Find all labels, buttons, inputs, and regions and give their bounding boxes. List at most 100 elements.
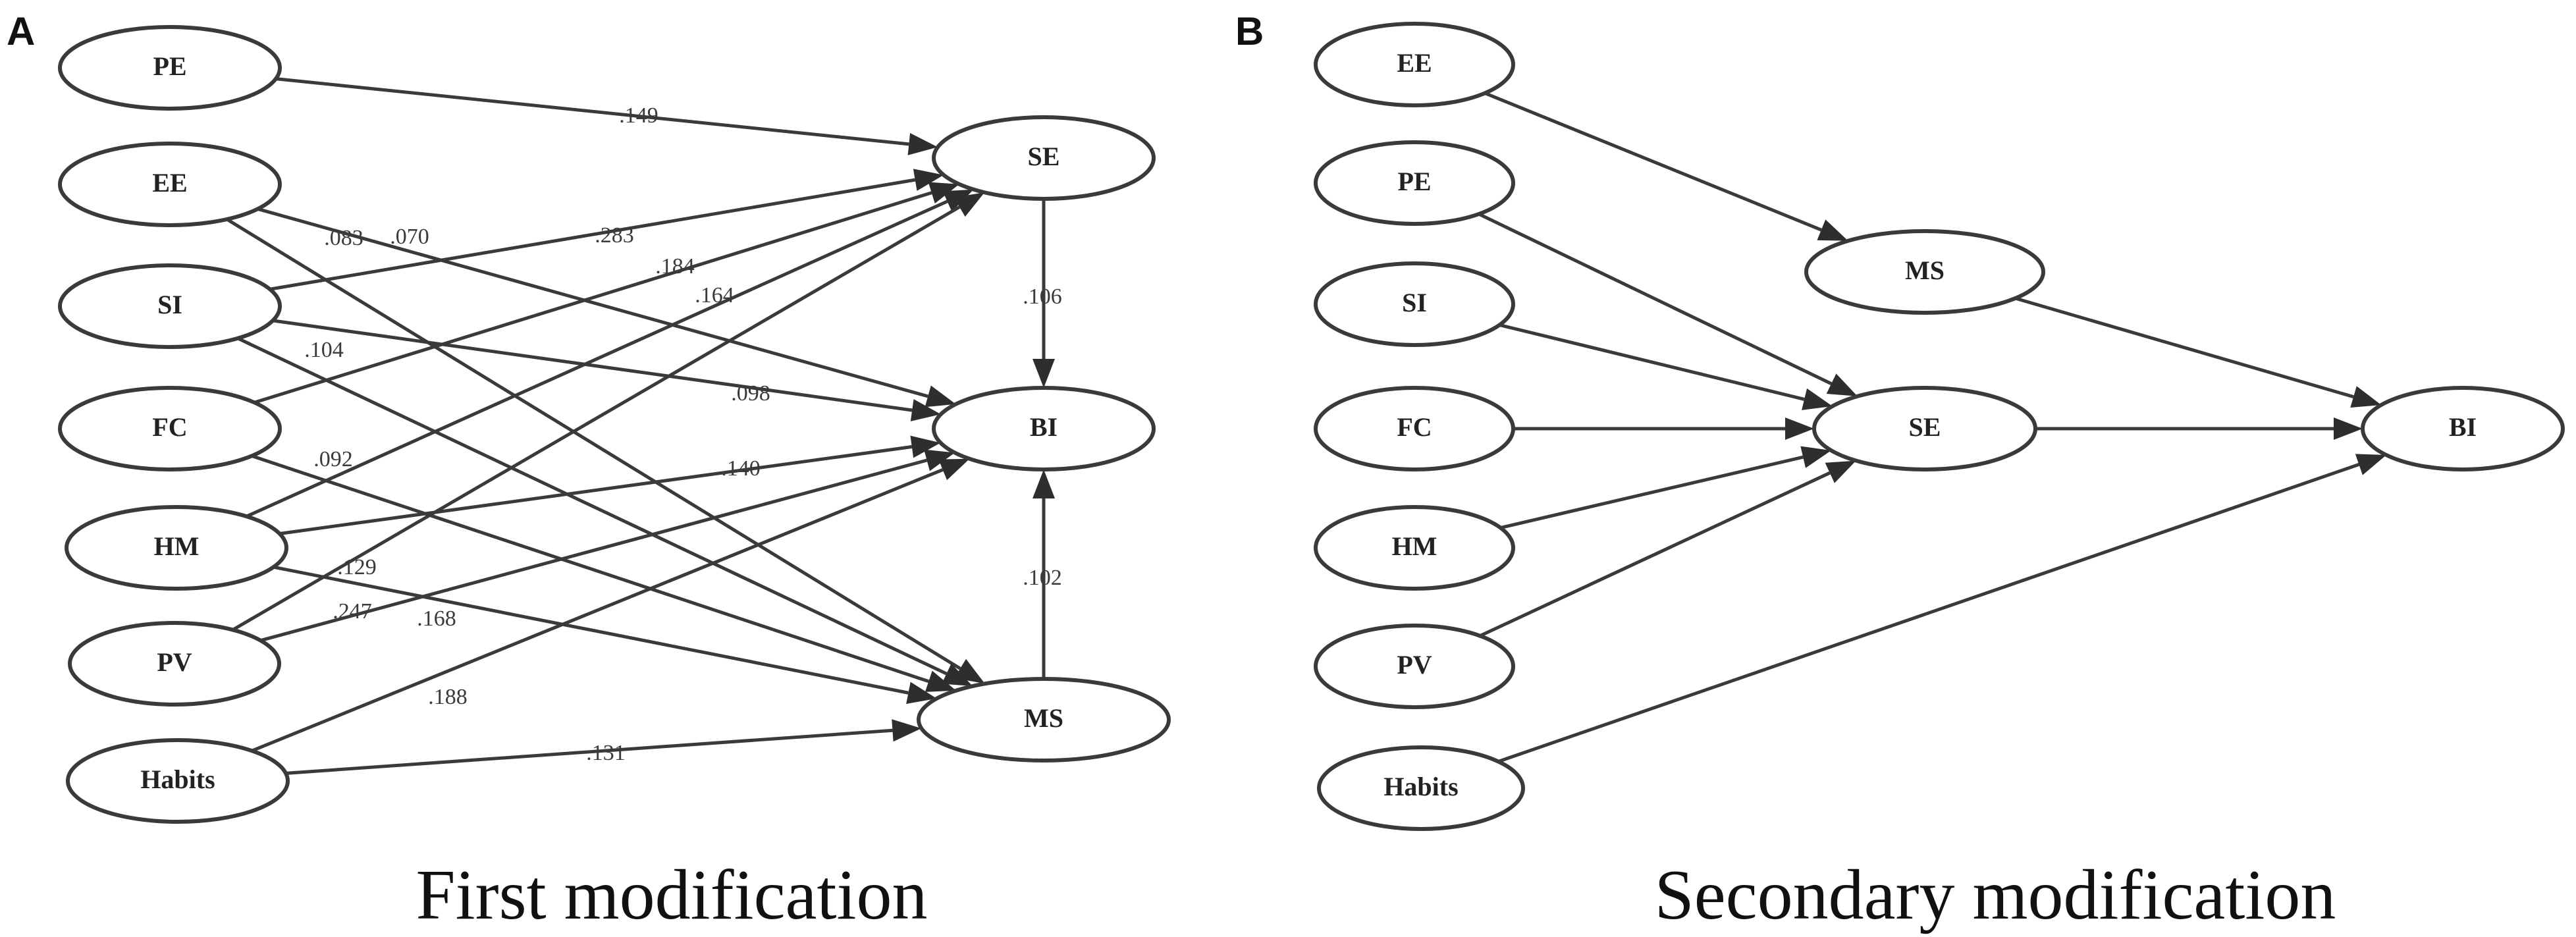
node-ellipse <box>58 263 282 349</box>
node-ellipse <box>1314 22 1515 107</box>
node-ellipse <box>932 386 1156 471</box>
edge-label-si-to-ms: .104 <box>304 338 344 362</box>
arrowhead-si-to-se <box>913 169 944 191</box>
node-fc: FC <box>1314 386 1515 471</box>
node-ellipse <box>1314 624 1515 709</box>
node-se: SE <box>932 115 1156 201</box>
node-ellipse <box>1314 386 1515 471</box>
arrowhead-si-to-bi <box>910 399 941 421</box>
edge-label-pv-to-bi: .168 <box>417 606 456 631</box>
edge-fc-to-se <box>254 191 932 404</box>
node-hm: HM <box>1314 505 1515 591</box>
panel-letter-b: B <box>1235 9 1264 53</box>
edge-ms-to-bi <box>2014 296 2354 399</box>
edge-habits-to-bi <box>1497 463 2360 763</box>
edge-si-to-se <box>1499 323 1805 401</box>
node-pv: PV <box>1314 624 1515 709</box>
edge-labels-a: .149.070.083.283.098.104.184.092.164.140… <box>304 103 1062 765</box>
arrowhead-habits-to-bi <box>938 458 970 481</box>
node-ee: EE <box>58 142 282 227</box>
edge-ee-to-ms <box>226 217 961 670</box>
node-label: BI <box>2449 412 2477 442</box>
edge-label-fc-to-se: .184 <box>655 254 695 279</box>
edge-label-se-to-bi: .106 <box>1023 284 1062 309</box>
arrowhead-hm-to-se <box>1800 446 1832 468</box>
arrowhead-se-to-bi <box>2334 417 2363 440</box>
panel-letter-a: A <box>7 9 35 53</box>
node-label: SI <box>1402 288 1427 317</box>
caption-b: Secondary modification <box>1655 856 2336 934</box>
node-label: SE <box>1028 142 1060 171</box>
node-ellipse <box>1317 745 1525 831</box>
node-ellipse <box>1314 261 1515 347</box>
arrowhead-ee-to-bi <box>925 385 956 408</box>
edge-pv-to-se <box>1479 471 1831 637</box>
node-ellipse <box>65 505 288 591</box>
arrowhead-ee-to-ms <box>1817 219 1848 241</box>
node-label: SI <box>157 290 182 319</box>
node-ellipse <box>1804 229 2045 315</box>
node-label: BI <box>1030 412 1058 442</box>
edge-label-hm-to-ms: .129 <box>337 555 377 579</box>
node-ellipse <box>2361 386 2565 471</box>
node-label: PE <box>153 51 186 81</box>
arrowhead-fc-to-se <box>1785 417 1814 440</box>
edge-label-ee-to-ms: .083 <box>324 226 363 250</box>
arrowhead-hm-to-ms <box>906 682 937 704</box>
panel-b: B EE PE SI FC HM PV Habits MS SE BI Secondary mod… <box>1235 9 2565 934</box>
node-label: Habits <box>140 764 215 794</box>
edges-b <box>1478 92 2386 763</box>
node-habits: Habits <box>66 738 290 824</box>
arrowhead-pe-to-se <box>1826 373 1858 396</box>
arrowhead-si-to-se <box>1802 388 1833 410</box>
edge-pe-to-se <box>1478 212 1833 385</box>
node-label: PE <box>1397 167 1431 196</box>
node-label: EE <box>1397 48 1432 78</box>
edge-hm-to-se <box>1500 455 1804 529</box>
arrowhead-hm-to-bi <box>910 435 941 458</box>
node-bi: BI <box>2361 386 2565 471</box>
node-si: SI <box>58 263 282 349</box>
node-label: EE <box>152 168 187 198</box>
node-ellipse <box>58 142 282 227</box>
node-hm: HM <box>65 505 288 591</box>
edge-label-hm-to-bi: .140 <box>721 456 761 481</box>
node-label: PV <box>1397 650 1432 680</box>
edge-si-to-ms <box>237 336 948 676</box>
edge-hm-to-se <box>246 200 948 518</box>
edges-a <box>226 77 1055 775</box>
node-ms: MS <box>1804 229 2045 315</box>
edge-label-habits-to-bi: .188 <box>428 685 468 709</box>
edge-label-pe-to-se: .149 <box>619 103 658 128</box>
node-ellipse <box>1314 505 1515 591</box>
node-habits: Habits <box>1317 745 1525 831</box>
node-ellipse <box>1314 140 1515 226</box>
edge-si-to-bi <box>272 319 913 412</box>
node-label: Habits <box>1383 772 1458 801</box>
arrowhead-fc-to-ms <box>925 670 957 692</box>
edge-hm-to-ms <box>273 565 909 695</box>
node-ellipse <box>66 738 290 824</box>
node-si: SI <box>1314 261 1515 347</box>
edge-label-ee-to-bi: .070 <box>390 225 429 249</box>
edge-label-fc-to-ms: .092 <box>313 447 353 471</box>
node-fc: FC <box>58 386 282 471</box>
edge-label-pv-to-se: .247 <box>333 599 372 624</box>
node-pe: PE <box>58 25 282 111</box>
node-ellipse <box>932 115 1156 201</box>
arrowhead-pv-to-se <box>1825 460 1856 483</box>
arrowhead-pe-to-se <box>907 132 938 155</box>
edge-ee-to-ms <box>1484 92 1822 232</box>
node-ellipse <box>68 621 281 707</box>
edge-si-to-se <box>269 178 916 291</box>
edge-label-habits-to-ms: .131 <box>586 741 626 765</box>
edge-habits-to-ms <box>285 728 893 775</box>
edge-pv-to-bi <box>259 458 928 643</box>
node-ellipse <box>58 25 282 111</box>
edge-label-hm-to-se: .164 <box>695 283 734 308</box>
nodes-b: EE PE SI FC HM PV Habits MS SE BI <box>1314 22 2565 831</box>
node-label: SE <box>1909 412 1941 442</box>
node-se: SE <box>1812 386 2037 471</box>
arrowhead-se-to-bi <box>1033 359 1055 388</box>
